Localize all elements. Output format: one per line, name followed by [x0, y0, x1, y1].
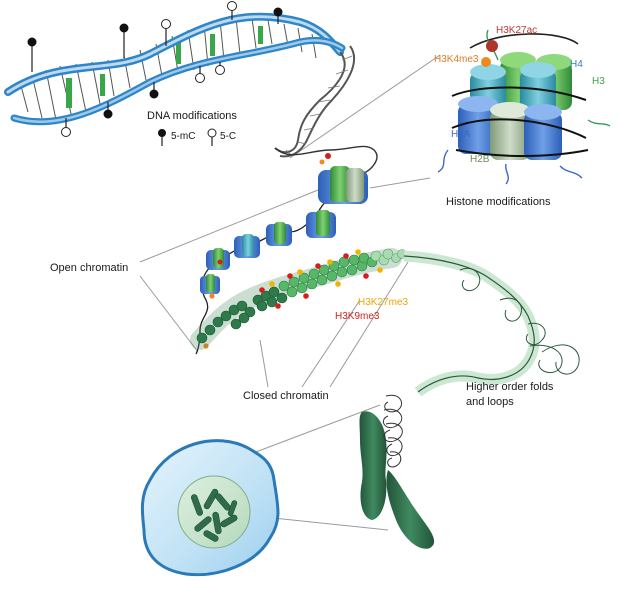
open-chromatin-label: Open chromatin: [50, 262, 129, 274]
higher-order-label-line2: and loops: [466, 396, 514, 408]
nucleosome-open-3: [266, 222, 292, 246]
dna-methylation-marks: [27, 1, 283, 137]
h4-label: H4: [570, 59, 583, 70]
cell: [140, 439, 280, 577]
h2a-label: H2A: [451, 129, 471, 140]
histone-modifications-label: Histone modifications: [446, 196, 551, 208]
h3-label: H3: [592, 76, 605, 87]
5c-legend-label: 5-C: [220, 131, 237, 142]
h3k27ac-label: H3K27ac: [496, 25, 538, 36]
higher-order-label-line1: Higher order folds: [466, 381, 554, 393]
dna-modifications-label: DNA modifications: [147, 110, 237, 122]
h3k9me3-label: H3K9me3: [335, 311, 380, 322]
dna-modification-legend-glyphs: [158, 128, 217, 146]
leader-lines: [139, 54, 441, 531]
h3k27me3-label: H3K27me3: [358, 297, 409, 308]
nucleosome-open-6: [200, 274, 220, 294]
histone-octamer: [437, 29, 611, 185]
nucleosome-open-2: [306, 210, 336, 238]
chromosome: [359, 394, 435, 549]
dna-double-helix: [4, 1, 378, 175]
closed-chromatin-label: Closed chromatin: [243, 390, 329, 402]
h3k4me3-label: H3K4me3: [434, 54, 479, 65]
closed-chromatin-fiber: [190, 248, 407, 350]
nucleosome-open-5: [206, 248, 230, 270]
5mc-legend-label: 5-mC: [171, 131, 196, 142]
nucleosome-open-1: [318, 153, 368, 204]
h2b-label: H2B: [470, 154, 490, 165]
nucleosome-open-4: [234, 234, 260, 258]
open-chromatin-fiber: [195, 153, 368, 355]
higher-order-fiber: [403, 250, 580, 397]
